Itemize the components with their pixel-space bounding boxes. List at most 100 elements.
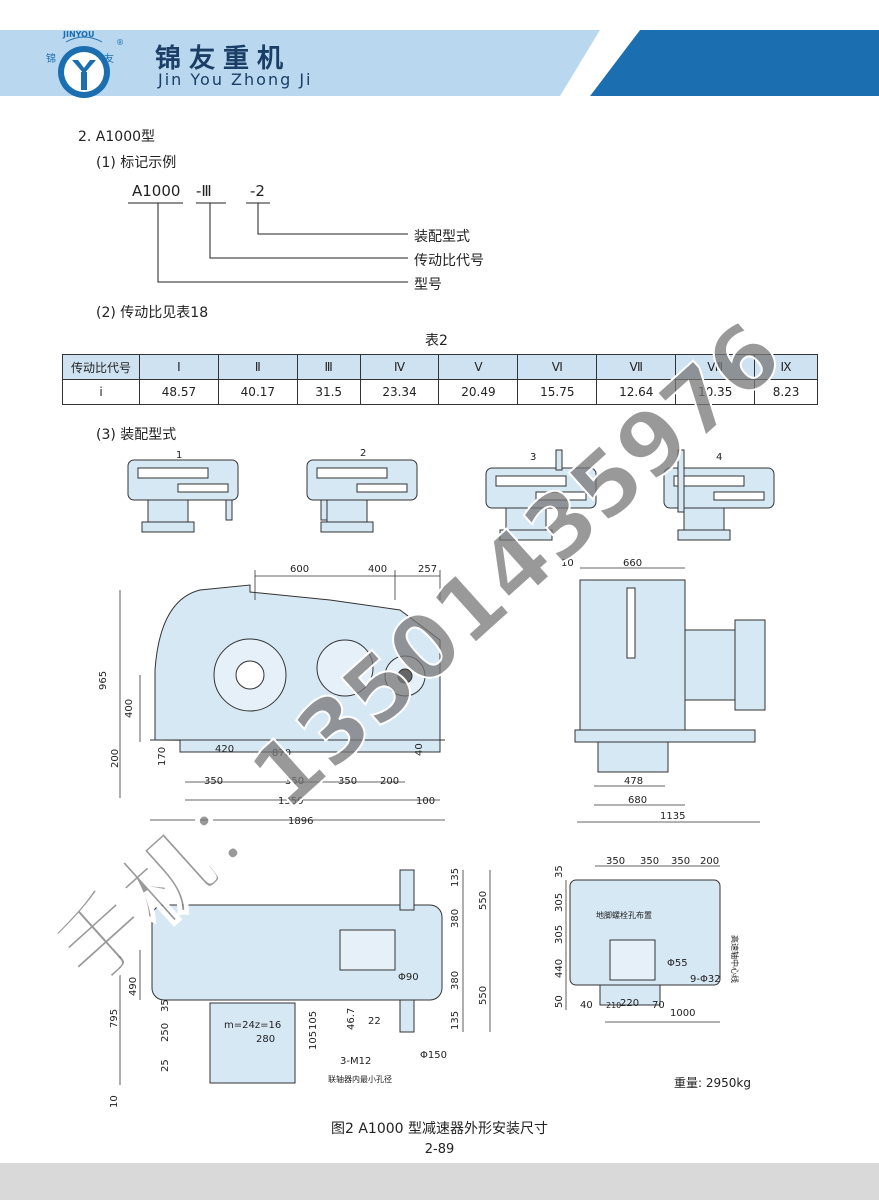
brand-name-cn: 锦友重机 — [155, 44, 292, 74]
section-title: 2. A1000型 — [78, 129, 156, 145]
example-model: A1000 — [132, 182, 181, 200]
table-cell: Ⅸ — [754, 354, 818, 380]
dim-label: 380 — [450, 971, 461, 990]
dim-label: 10 — [561, 558, 574, 569]
dim-label: 1135 — [660, 811, 685, 822]
dim-label: 380 — [450, 909, 461, 928]
dim-label: 350 — [671, 856, 690, 867]
logo-registered-mark: ® — [116, 38, 124, 47]
table-head-code: 传动比代号 — [62, 354, 140, 380]
dim-label: 210 — [606, 1001, 621, 1010]
dim-label: 350 — [640, 856, 659, 867]
dim-label: 50 — [554, 995, 565, 1008]
subsection-marking-example: (1) 标记示例 — [96, 155, 177, 171]
base-view-dimensions: 350 350 350 200 35 305 305 440 50 40 210… — [554, 856, 740, 1019]
dim-label: 350 — [338, 776, 357, 787]
dim-label: 200 — [700, 856, 719, 867]
dim-label: 965 — [98, 671, 109, 690]
dim-label: 35 — [554, 865, 565, 878]
front-view — [150, 584, 445, 753]
side-view — [574, 579, 766, 773]
table-cell: 15.75 — [517, 379, 598, 405]
dim-label: Φ55 — [667, 958, 688, 969]
footer-band — [0, 1163, 879, 1200]
dim-label: 250 — [160, 1023, 171, 1042]
dim-label: 400 — [368, 564, 387, 575]
dim-label: 680 — [628, 795, 647, 806]
base-plate-view — [569, 879, 721, 1006]
brand-name-en: Jin You Zhong Ji — [158, 70, 313, 89]
dim-label: 46.7 — [346, 1008, 357, 1030]
dim-label: 257 — [418, 564, 437, 575]
dim-label: 795 — [109, 1009, 120, 1028]
dim-label: 420 — [215, 744, 234, 755]
ratio-table: 传动比代号 Ⅰ Ⅱ Ⅲ Ⅳ Ⅴ Ⅵ Ⅶ Ⅷ Ⅸ i 48.57 40.17 31… — [62, 354, 818, 405]
assembly-type-sketches — [127, 449, 775, 541]
dim-label: 305 — [554, 893, 565, 912]
dim-label: 220 — [620, 998, 639, 1009]
label-model: 型号 — [414, 277, 442, 293]
dim-label: 3-M12 — [340, 1056, 371, 1067]
table-cell: Ⅰ — [139, 354, 219, 380]
example-ratio-code: -Ⅲ — [196, 182, 212, 200]
dim-label: 600 — [290, 564, 309, 575]
assembly-number: 1 — [176, 450, 183, 461]
table-cell: 48.57 — [139, 379, 219, 405]
dim-label: 1000 — [670, 1008, 695, 1019]
table-cell: 12.64 — [596, 379, 677, 405]
label-ratio-code: 传动比代号 — [414, 253, 484, 269]
weight-label: 重量: 2950kg — [674, 1076, 751, 1090]
dim-label: 490 — [128, 977, 139, 996]
dim-label: 135 — [450, 868, 461, 887]
base-side-label: 高速轴中心线 — [730, 935, 740, 983]
table-row: i 48.57 40.17 31.5 23.34 20.49 15.75 12.… — [62, 379, 818, 405]
label-assembly-type: 装配型式 — [414, 229, 470, 245]
example-assembly: -2 — [250, 182, 265, 200]
dim-label: 200 — [110, 749, 121, 768]
dim-label: 350 — [285, 776, 304, 787]
dim-label: 200 — [380, 776, 399, 787]
subsection-assembly: (3) 装配型式 — [96, 427, 177, 443]
dim-label: 870 — [272, 748, 291, 759]
table-cell: Ⅲ — [296, 354, 361, 380]
header-band — [0, 30, 879, 96]
table-head-i: i — [62, 379, 140, 405]
marking-leader-lines — [128, 202, 408, 283]
dim-label: 35 — [160, 999, 171, 1012]
table-cell: 8.23 — [754, 379, 818, 405]
dim-label: 40 — [580, 1000, 593, 1011]
table-cell: Ⅴ — [438, 354, 519, 380]
side-view-dimensions: 10 660 478 680 1135 — [561, 558, 685, 822]
front-view-dimensions: 600 400 257 965 400 200 170 420 870 40 3… — [98, 564, 437, 827]
top-view-note: 联轴器内最小孔径 — [328, 1074, 392, 1084]
dim-label: 550 — [478, 891, 489, 910]
dim-label: 10 — [109, 1095, 120, 1108]
page-number: 2-89 — [424, 1142, 455, 1157]
page-header: JINYOU 锦 友 ® 锦友重机 Jin You Zhong Ji — [0, 0, 879, 100]
dim-label: 350 — [606, 856, 625, 867]
top-view — [151, 869, 443, 1084]
dim-label: 478 — [624, 776, 643, 787]
company-logo — [58, 36, 110, 98]
dim-label: 105 — [308, 1031, 319, 1050]
table-cell: Ⅶ — [596, 354, 677, 380]
dim-label: 400 — [124, 699, 135, 718]
dim-label: 70 — [652, 1000, 665, 1011]
dim-label: 350 — [204, 776, 223, 787]
dim-label: 105 — [308, 1011, 319, 1030]
table-cell: Ⅷ — [675, 354, 756, 380]
dim-label: 1350 — [278, 796, 303, 807]
table-cell: 10.35 — [675, 379, 756, 405]
logo-text-left: 锦 — [46, 54, 56, 65]
dim-label: Φ150 — [420, 1050, 447, 1061]
dim-label: m=24z=16 — [224, 1020, 281, 1031]
top-view-dimensions: 135 380 550 380 550 135 490 795 35 250 2… — [109, 868, 489, 1108]
dim-label: 100 — [416, 796, 435, 807]
dim-label: 440 — [554, 959, 565, 978]
assembly-number: 2 — [360, 448, 367, 459]
table-cell: 31.5 — [296, 379, 361, 405]
dim-label: 22 — [368, 1016, 381, 1027]
dim-label: 550 — [478, 986, 489, 1005]
table-title: 表2 — [425, 333, 448, 349]
